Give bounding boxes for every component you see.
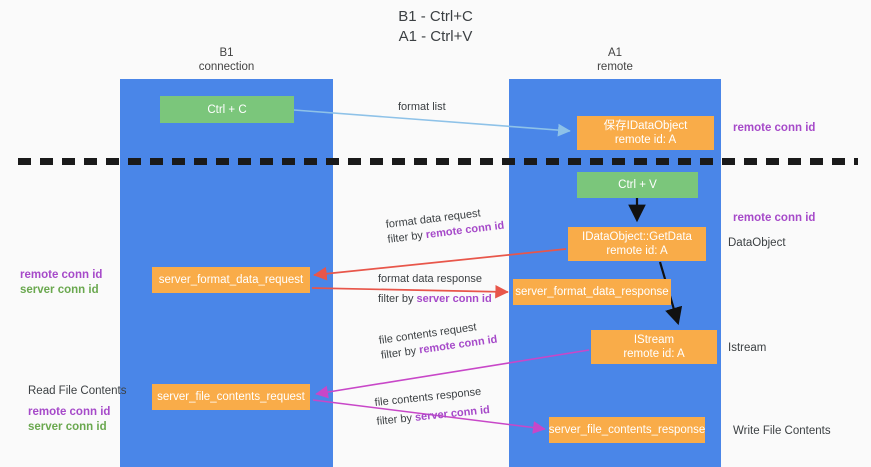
- lane-header-b1-name: B1: [219, 47, 234, 59]
- filter-prefix: filter by: [376, 411, 416, 428]
- lane-header-a1-sub: remote: [597, 61, 633, 73]
- annotation-remote-conn-id: remote conn id: [28, 406, 111, 418]
- edge-label-file-contents-response: file contents response filter by server …: [374, 384, 491, 430]
- annotation-server-conn-id: server conn id: [20, 284, 99, 296]
- box-save-dataobject[interactable]: 保存IDataObject remote id: A: [577, 116, 714, 150]
- box-server-file-contents-request[interactable]: server_file_contents_request: [152, 384, 310, 410]
- edge-label-format-list: format list: [398, 100, 446, 115]
- annotation-text: DataObject: [728, 237, 786, 249]
- filter-prefix: filter by: [386, 229, 427, 246]
- annotation-text: Istream: [728, 342, 767, 354]
- edge-label-format-data-response-line1: format data response: [378, 273, 482, 285]
- annotation-server-conn-id: server conn id: [28, 421, 107, 433]
- lane-header-a1-name: A1: [607, 47, 623, 59]
- annotation-right-remote-conn-id-mid: remote conn id: [733, 211, 815, 226]
- annotation-text: remote conn id: [733, 122, 816, 134]
- lane-header-a1: A1 remote: [509, 46, 721, 74]
- page-title: B1 - Ctrl+C A1 - Ctrl+V: [0, 7, 871, 47]
- box-server-format-data-request-label: server_format_data_request: [158, 274, 304, 286]
- lane-header-b1-sub: connection: [198, 61, 255, 73]
- lane-header-b1: B1 connection: [120, 46, 333, 74]
- filter-prefix: filter by: [380, 344, 421, 362]
- title-line-2: A1 - Ctrl+V: [398, 28, 473, 45]
- annotation-right-dataobject: DataObject: [728, 236, 786, 251]
- box-server-file-contents-response[interactable]: server_file_contents_response: [549, 417, 705, 443]
- box-getdata-label: IDataObject::GetData: [582, 231, 692, 243]
- box-save-dataobject-sub: remote id: A: [614, 134, 677, 146]
- box-ctrl-v-label: Ctrl + V: [618, 179, 657, 191]
- filter-prefix: filter by: [378, 293, 417, 305]
- annotation-right-remote-conn-id-top: remote conn id: [733, 121, 815, 136]
- box-server-format-data-request[interactable]: server_format_data_request: [152, 267, 310, 293]
- annotation-left-read-file-contents: Read File Contents remote conn id server…: [28, 384, 126, 435]
- filter-key-server-conn-id: server conn id: [414, 404, 491, 424]
- annotation-remote-conn-id: remote conn id: [20, 269, 103, 281]
- edge-label-file-contents-request: file contents request filter by remote c…: [378, 318, 498, 364]
- edge-label-format-data-request: format data request filter by remote con…: [385, 204, 505, 248]
- box-server-file-contents-response-label: server_file_contents_response: [548, 424, 706, 436]
- box-server-file-contents-request-label: server_file_contents_request: [157, 391, 305, 403]
- box-server-format-data-response-label: server_format_data_response: [515, 286, 669, 298]
- annotation-read-file-contents-title: Read File Contents: [28, 385, 127, 397]
- box-ctrl-v[interactable]: Ctrl + V: [577, 172, 698, 198]
- box-istream-sub: remote id: A: [623, 348, 685, 360]
- edge-label-format-data-response-filter: filter by server conn id: [378, 292, 492, 307]
- annotation-text: Write File Contents: [733, 425, 831, 437]
- annotation-text: remote conn id: [733, 212, 816, 224]
- annotation-right-istream: Istream: [728, 341, 766, 356]
- box-istream-label: IStream: [633, 334, 675, 346]
- annotation-right-write-file-contents: Write File Contents: [733, 424, 831, 439]
- edge-label-format-list-text: format list: [398, 101, 446, 113]
- box-istream[interactable]: IStream remote id: A: [591, 330, 717, 364]
- box-save-dataobject-label: 保存IDataObject: [603, 120, 688, 132]
- box-getdata[interactable]: IDataObject::GetData remote id: A: [568, 227, 706, 261]
- annotation-left-conn-ids: remote conn id server conn id: [20, 268, 102, 298]
- box-ctrl-c-label: Ctrl + C: [207, 103, 247, 116]
- edge-label-format-data-response: format data response filter by server co…: [378, 272, 492, 307]
- title-line-1: B1 - Ctrl+C: [398, 8, 473, 25]
- box-getdata-sub: remote id: A: [606, 245, 668, 257]
- box-server-format-data-response[interactable]: server_format_data_response: [513, 279, 671, 305]
- filter-key-server-conn-id: server conn id: [416, 293, 492, 305]
- box-ctrl-c[interactable]: Ctrl + C: [160, 96, 294, 123]
